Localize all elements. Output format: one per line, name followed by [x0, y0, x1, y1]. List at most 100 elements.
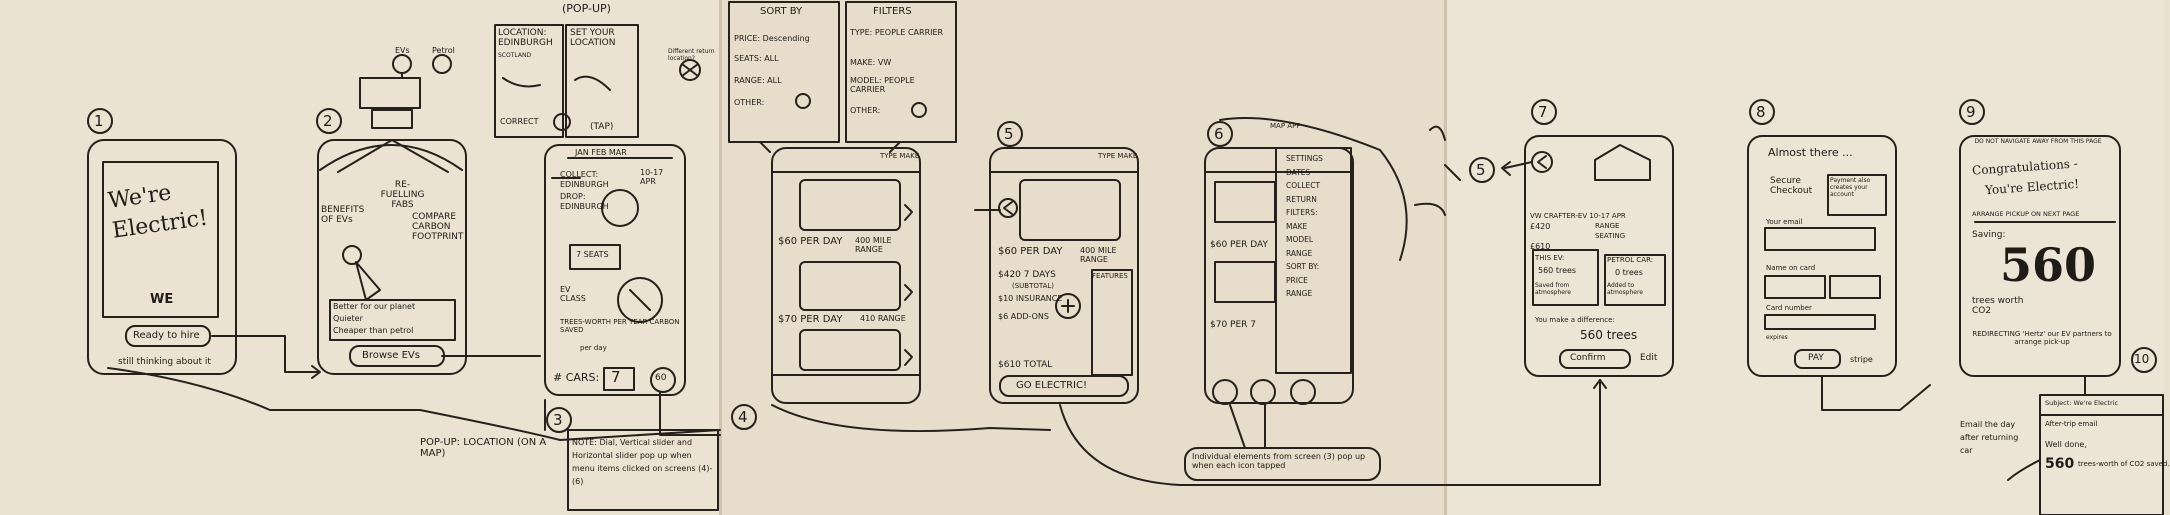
email-body-start: Well done, — [2045, 440, 2087, 449]
step-number: 8 — [1756, 103, 1766, 121]
collect-place[interactable]: EDINBURGH — [560, 180, 609, 189]
email-body-number: 560 — [2045, 456, 2075, 472]
step-number: 9 — [1966, 103, 1976, 121]
total-line: $610 TOTAL — [998, 360, 1053, 370]
sort-price[interactable]: PRICE: Descending — [734, 34, 810, 43]
step-circle — [316, 108, 342, 134]
flow-arrow — [1504, 161, 1533, 169]
phone-frame — [317, 139, 467, 375]
step-circle — [1469, 157, 1495, 183]
ev-toggle-label[interactable]: EVs — [395, 46, 410, 55]
phone-frame — [989, 147, 1139, 404]
listing-price: $60 PER DAY — [1210, 240, 1268, 250]
browse-evs-button[interactable]: Browse EVs — [362, 350, 420, 361]
flow-arrow — [107, 367, 721, 441]
edit-link[interactable]: Edit — [1640, 353, 1658, 363]
popup-frame — [845, 1, 957, 143]
different-return-option[interactable]: Different return location? — [668, 48, 715, 62]
menu-item[interactable]: MAKE — [1286, 221, 1308, 231]
sort-seats[interactable]: SEATS: ALL — [734, 54, 779, 63]
dates-value[interactable]: 10-17 APR — [640, 168, 664, 186]
email-subject: Subject: We're Electric — [2045, 399, 2119, 407]
month-dial[interactable]: JAN FEB MAR — [575, 148, 627, 157]
total-days: $420 7 DAYS — [998, 270, 1056, 280]
flow-arrow — [2084, 375, 2131, 396]
seating-label: SEATING — [1595, 232, 1626, 240]
saving-label: Saving: — [1972, 230, 2006, 240]
drop-place[interactable]: EDINBURGH — [560, 202, 609, 211]
sort-by-title: SORT BY — [760, 6, 803, 17]
menu-item[interactable]: MODEL — [1286, 235, 1314, 244]
listing-price: $70 PER DAY — [778, 314, 843, 325]
pay-button-frame — [1794, 349, 1841, 369]
email-step-label: Email the day after returning car — [1960, 420, 2019, 455]
menu-item[interactable]: COLLECT — [1286, 181, 1321, 190]
listing-price: $60 PER DAY — [778, 236, 843, 247]
type-make-filter[interactable]: TYPE MAKE — [880, 152, 920, 160]
menu-item[interactable]: DATES — [1286, 167, 1311, 177]
menu-item[interactable]: FILTERS: — [1286, 208, 1318, 217]
menu-item[interactable]: RANGE — [1286, 248, 1313, 258]
step-circle — [1531, 99, 1557, 125]
cars-count[interactable]: 7 — [611, 368, 621, 386]
secure-checkout: Secure Checkout — [1770, 176, 1813, 196]
benefits-label[interactable]: BENEFITS OF EVs — [321, 205, 365, 225]
detail-price: $60 PER DAY — [998, 246, 1063, 257]
popup-location-note: POP-UP: LOCATION (ON A MAP) — [420, 437, 547, 459]
compare-label[interactable]: COMPARE CARBON FOOTPRINT — [412, 212, 464, 242]
menu-item[interactable]: RETURN — [1286, 194, 1317, 204]
sort-other[interactable]: OTHER: — [734, 98, 765, 107]
email-heading: After-trip email — [2045, 420, 2098, 428]
filter-other[interactable]: OTHER: — [850, 106, 881, 115]
menu-item[interactable]: RANGE — [1286, 289, 1313, 298]
confirm-button[interactable]: Confirm — [1570, 353, 1606, 363]
menu-item[interactable]: SETTINGS — [1286, 154, 1323, 163]
sort-range[interactable]: RANGE: ALL — [734, 76, 782, 85]
flow-arrow — [1444, 379, 1601, 486]
filter-model[interactable]: MODEL: PEOPLE CARRIER — [850, 76, 915, 94]
refuelling-label[interactable]: RE-FUELLING FABS — [380, 180, 425, 210]
ev-class-label[interactable]: EV CLASS — [560, 285, 586, 303]
petrol-toggle-label[interactable]: Petrol — [432, 46, 455, 55]
navigate-warning: DO NOT NAVIGATE AWAY FROM THIS PAGE — [1974, 138, 2102, 145]
detail-range: 400 MILE RANGE — [1080, 246, 1117, 264]
flow-arrow — [544, 391, 721, 436]
filter-type[interactable]: TYPE: PEOPLE CARRIER — [850, 28, 944, 37]
still-thinking-link[interactable]: still thinking about it — [118, 357, 211, 367]
menu-item[interactable]: PRICE — [1286, 275, 1308, 285]
stripe-label: stripe — [1850, 355, 1873, 364]
redirect-note: REDIRECTING 'Hertz' our EV partners to a… — [1972, 330, 2112, 346]
email-frame — [2039, 394, 2164, 515]
account-note: Payment also creates your account — [1830, 177, 1871, 198]
petrol-trees: 0 trees — [1615, 268, 1643, 277]
email-label: Your email — [1766, 218, 1803, 226]
this-ev-label: THIS EV: — [1535, 254, 1565, 262]
seats-value[interactable]: 7 SEATS — [576, 250, 609, 259]
step-number: 3 — [553, 411, 563, 429]
vehicle-model: VW CRAFTER-EV 10-17 APR — [1530, 212, 1626, 220]
subtotal-label: (SUBTOTAL) — [1012, 282, 1055, 290]
difference-label: You make a difference: — [1535, 316, 1615, 324]
logo: WE — [150, 292, 174, 307]
saved-label: Saved from atmosphere — [1535, 282, 1571, 296]
type-make-filter[interactable]: TYPE MAKE — [1098, 152, 1138, 160]
arrange-pickup[interactable]: ARRANGE PICKUP ON NEXT PAGE — [1972, 210, 2080, 218]
ready-button[interactable]: Ready to hire — [133, 330, 200, 341]
correct-button[interactable]: CORRECT — [500, 117, 539, 126]
flow-arrow — [1821, 375, 1931, 411]
phone-frame — [87, 139, 237, 375]
fee-line[interactable]: $6 ADD-ONS — [998, 312, 1049, 321]
go-electric-button[interactable]: GO ELECTRIC! — [1016, 380, 1087, 391]
benefit-bullet: Quieter — [333, 314, 363, 323]
popup-frame — [565, 24, 639, 138]
insurance-line[interactable]: $10 INSURANCE — [998, 294, 1063, 303]
popup-header: (POP-UP) — [562, 2, 611, 15]
phone-frame — [544, 144, 686, 396]
step-circle — [1959, 99, 1985, 125]
step-number: 10 — [2134, 352, 2150, 366]
pay-button[interactable]: PAY — [1808, 353, 1824, 363]
step-number: 5 — [1476, 161, 1486, 179]
menu-item[interactable]: SORT BY: — [1286, 262, 1320, 271]
popup-frame — [494, 24, 564, 138]
filter-make[interactable]: MAKE: VW — [850, 58, 892, 67]
